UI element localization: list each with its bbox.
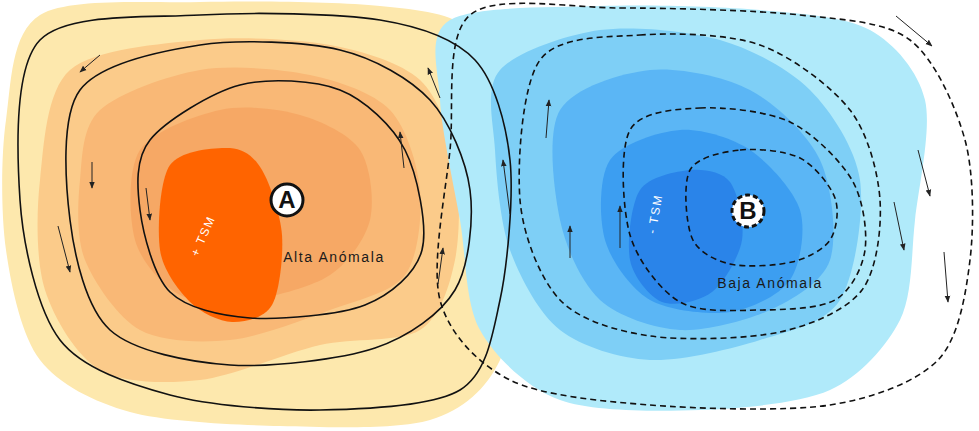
low-pressure-contour	[519, 34, 880, 339]
wind-arrow	[894, 202, 904, 250]
wind-arrow	[546, 100, 549, 138]
circle-shape	[732, 195, 764, 227]
pressure-letter: A	[278, 188, 295, 212]
wind-arrow	[503, 160, 510, 214]
wind-arrow	[620, 206, 621, 248]
pressure-letter: B	[739, 199, 756, 223]
high-pressure-contour	[18, 13, 511, 410]
high-pressure-contour	[138, 81, 424, 319]
warm-region	[38, 38, 459, 382]
wind-arrow	[896, 16, 932, 46]
wind-arrow	[80, 55, 100, 72]
warm-core	[159, 148, 282, 322]
wind-arrow	[438, 248, 443, 284]
high-pressure-contour	[66, 42, 471, 366]
cold-region	[552, 69, 833, 330]
circle-shape	[271, 184, 303, 216]
wind-arrow	[918, 150, 930, 196]
pressure-anomaly-label: Baja Anómala	[717, 276, 823, 290]
wind-arrow	[944, 252, 948, 302]
low-pressure-contour	[623, 108, 866, 311]
wind-arrow	[146, 188, 150, 220]
wind-arrow	[400, 132, 404, 168]
pressure-anomaly-label: Alta Anómala	[283, 250, 385, 264]
cold-region-outer	[435, 5, 926, 410]
pressure-center-circle: B	[730, 193, 766, 229]
low-pressure-contour	[686, 149, 837, 265]
wind-arrow	[428, 68, 440, 98]
wind-arrow	[92, 162, 93, 188]
cold-region	[491, 28, 861, 360]
wind-arrow	[58, 226, 70, 272]
low-pressure-contour	[437, 3, 972, 409]
pressure-center-circle: A	[269, 182, 305, 218]
wind-arrow	[570, 226, 571, 258]
